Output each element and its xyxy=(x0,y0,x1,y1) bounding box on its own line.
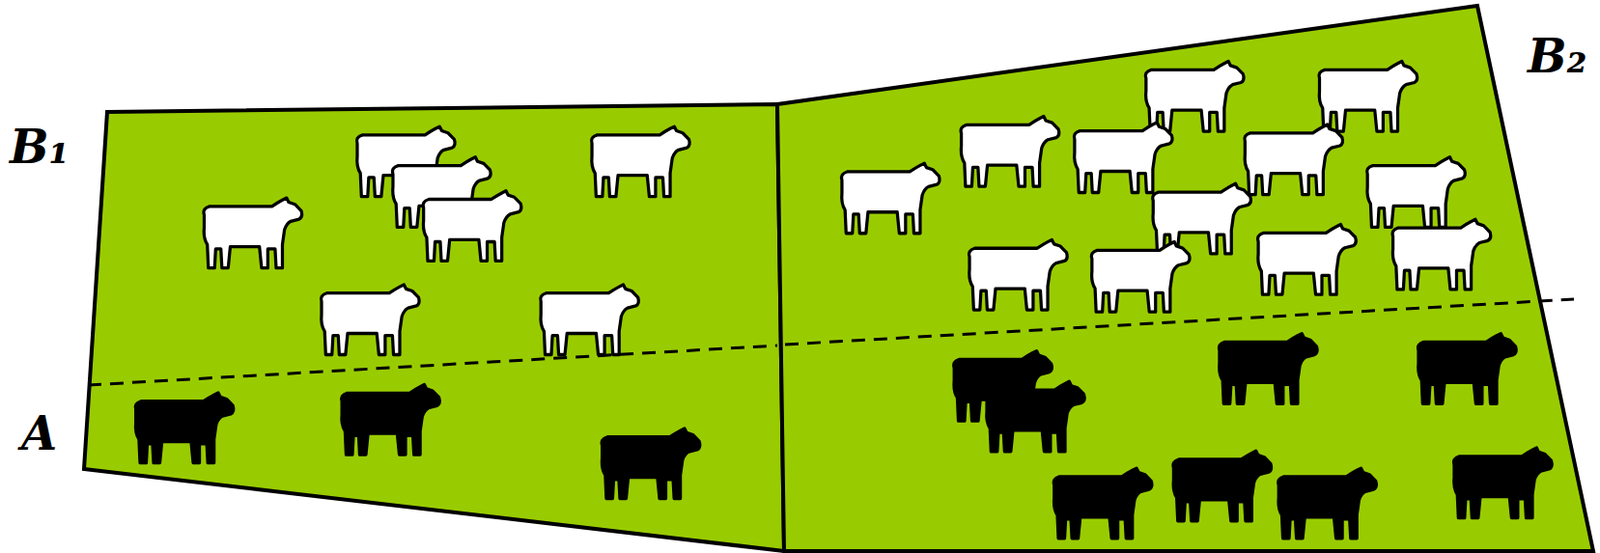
white-cow xyxy=(1392,219,1491,290)
black-cow xyxy=(986,381,1086,452)
field-label: B₁ xyxy=(9,123,70,170)
white-cow xyxy=(203,197,303,269)
field-label: A xyxy=(21,410,57,457)
white-cow xyxy=(540,284,640,356)
white-cow xyxy=(1145,60,1244,132)
white-cow xyxy=(1319,60,1418,132)
black-cow xyxy=(1454,448,1553,519)
white-cow xyxy=(960,116,1060,188)
white-cow xyxy=(422,191,522,262)
left-field xyxy=(84,104,785,552)
white-cow xyxy=(1073,122,1173,194)
black-cow xyxy=(1053,468,1152,539)
herd xyxy=(135,60,1552,538)
white-cow xyxy=(591,126,691,197)
right-field xyxy=(777,5,1594,552)
white-cow xyxy=(1367,157,1466,228)
black-cow xyxy=(1278,468,1377,539)
divider-line xyxy=(87,345,778,386)
white-cow xyxy=(841,163,940,234)
white-cow xyxy=(969,239,1068,310)
black-cow xyxy=(1173,450,1272,522)
black-cow xyxy=(341,384,441,455)
divider-line xyxy=(785,299,1574,345)
black-cow xyxy=(135,392,234,464)
white-cow xyxy=(1152,183,1252,254)
black-cow xyxy=(601,428,701,500)
white-cow xyxy=(321,284,421,356)
white-cow xyxy=(1258,224,1357,296)
white-cow xyxy=(1091,242,1190,313)
black-cow xyxy=(1418,334,1517,405)
white-cow xyxy=(1244,124,1344,196)
black-cow xyxy=(1218,334,1318,405)
field-label: B₂ xyxy=(1527,32,1588,80)
